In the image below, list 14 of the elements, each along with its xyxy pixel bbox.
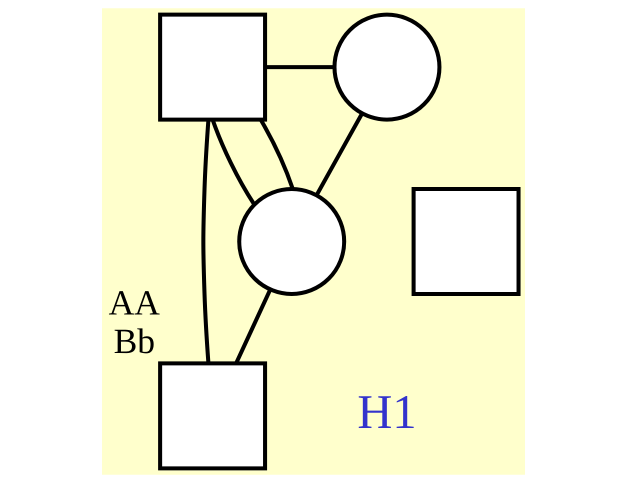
node-circle: [236, 187, 346, 296]
node-label: Bb: [113, 321, 155, 362]
connector: [210, 118, 256, 206]
node-box: [158, 12, 267, 122]
connector: [265, 65, 334, 70]
node-box: [411, 187, 520, 296]
connector: [258, 118, 294, 190]
node-circle: [332, 12, 441, 122]
node-label: AA: [108, 282, 160, 322]
connector: [234, 288, 272, 364]
label: H1: [356, 386, 416, 439]
node-box: [158, 361, 267, 470]
connector: [200, 119, 210, 364]
connector: [314, 112, 364, 196]
